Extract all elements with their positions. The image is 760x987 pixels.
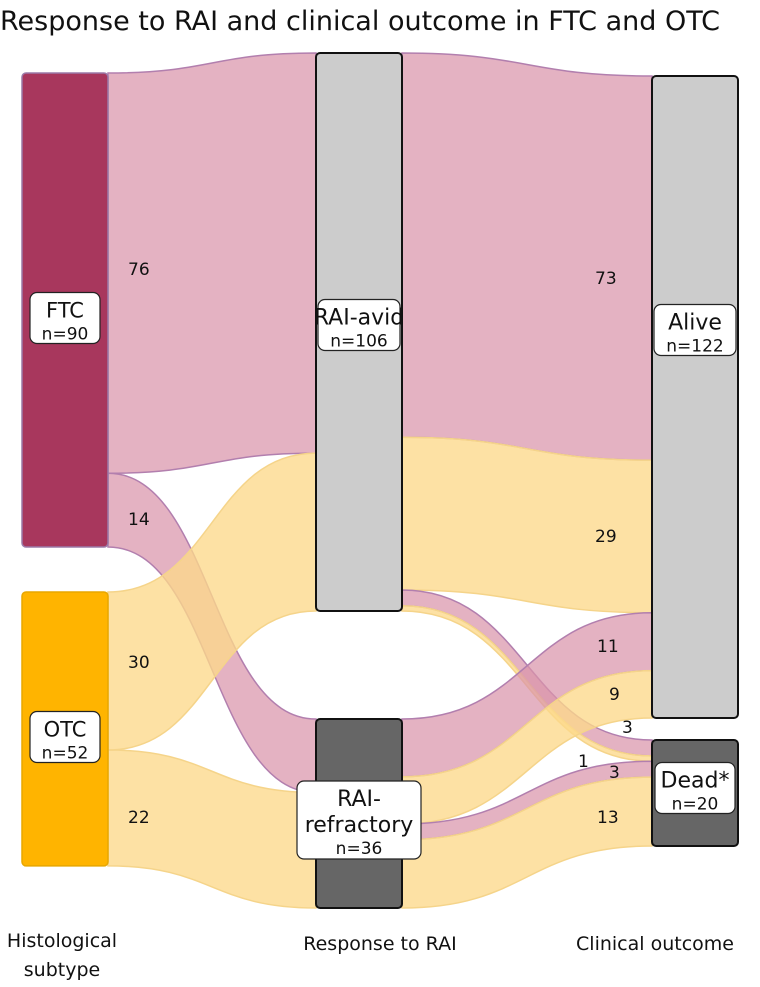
flow-label-7: 1 xyxy=(578,752,589,772)
node-count-avid: n=106 xyxy=(330,332,387,352)
node-label-box-refractory xyxy=(296,780,422,860)
flow-label-10: 3 xyxy=(609,763,620,783)
node-count-ftc: n=90 xyxy=(42,325,89,345)
stage-label-response-0: Response to RAI xyxy=(303,933,456,955)
node-alive xyxy=(651,75,739,719)
node-label-dead-0: Dead* xyxy=(661,769,730,794)
flow-label-9: 9 xyxy=(609,685,620,705)
flow-label-2: 30 xyxy=(128,653,150,673)
node-count-dead: n=20 xyxy=(672,795,719,815)
flow-label-3: 22 xyxy=(128,808,150,828)
flow-label-6: 3 xyxy=(622,718,633,738)
node-label-box-otc xyxy=(29,710,101,764)
flow-3 xyxy=(107,749,317,909)
stage-label-histology-0: Histological xyxy=(7,930,117,952)
flow-5 xyxy=(401,436,653,614)
node-label-box-ftc xyxy=(29,291,101,345)
stage-label-outcome-0: Clinical outcome xyxy=(576,933,734,955)
flow-9 xyxy=(401,669,653,825)
flow-label-0: 76 xyxy=(128,260,150,280)
node-label-refractory-1: refractory xyxy=(305,813,414,838)
node-label-box-dead xyxy=(654,761,736,815)
flow-layer xyxy=(107,52,653,909)
flow-11 xyxy=(401,776,653,909)
flow-label-8: 11 xyxy=(597,637,619,657)
node-count-otc: n=52 xyxy=(42,744,89,764)
flow-label-1: 14 xyxy=(128,510,150,530)
flow-label-4: 73 xyxy=(595,269,617,289)
stage-label-layer: Histological subtype Response to RAI Clinic… xyxy=(7,930,734,981)
node-label-avid-0: RAI-avid xyxy=(314,306,404,331)
node-label-box-avid xyxy=(317,298,401,352)
node-count-refractory: n=36 xyxy=(336,839,383,859)
node-count-alive: n=122 xyxy=(666,337,723,357)
stage-label-histology-1: subtype xyxy=(24,959,100,981)
flow-2 xyxy=(107,452,317,751)
node-label-ftc-0: FTC xyxy=(46,299,84,323)
flow-label-11: 13 xyxy=(597,808,619,828)
node-label-box-alive xyxy=(653,303,737,357)
flow-4 xyxy=(401,52,653,461)
chart-title: Response to RAI and clinical outcome in … xyxy=(0,6,721,37)
flow-label-5: 29 xyxy=(595,527,617,547)
node-label-otc-0: OTC xyxy=(44,718,87,742)
node-label-refractory-0: RAI- xyxy=(337,787,381,812)
node-label-alive-0: Alive xyxy=(668,311,722,336)
